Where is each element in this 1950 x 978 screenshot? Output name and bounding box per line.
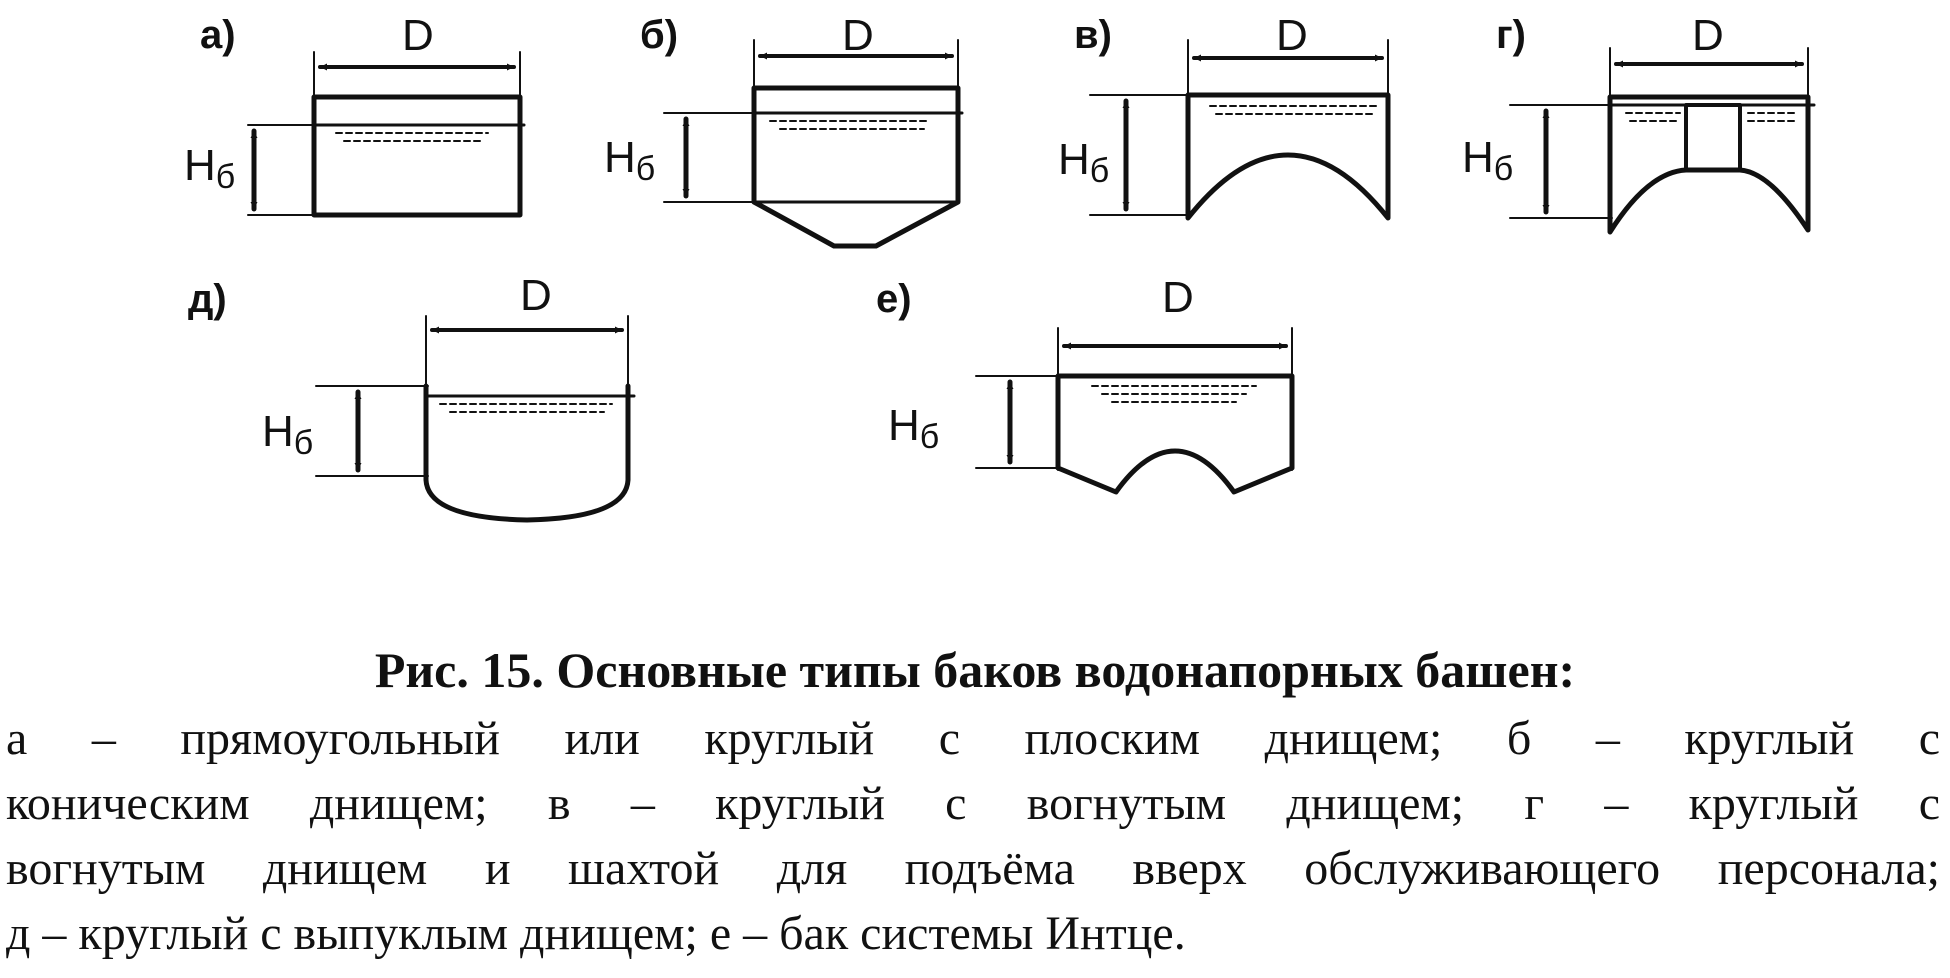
dimension-label-e: D [1162, 273, 1194, 322]
caption-line: коническим днищем; в – круглый с вогнуты… [6, 777, 1940, 830]
height-label-b: Hб [604, 133, 655, 188]
dimension-label-d: D [520, 271, 552, 320]
panel-v-tank [1089, 39, 1391, 221]
panel-label-b: б) [640, 13, 678, 57]
panel-a-tank [247, 51, 526, 218]
panel-label-e: е) [876, 277, 912, 321]
panel-b-tank [663, 39, 964, 249]
panel-e-tank [975, 327, 1295, 495]
panel-label-v: в) [1074, 13, 1112, 57]
panel-label-g: г) [1496, 13, 1526, 57]
panel-d-tank [315, 315, 636, 523]
figure-caption-legend: а – прямоугольный или круглый с плоским … [6, 706, 1940, 966]
height-label-g: Hб [1462, 133, 1513, 188]
tank-types-diagram: а) б) в) г) д) е) D D D D D D Hб Hб Hб H… [184, 11, 1816, 523]
panel-g-tank [1509, 47, 1816, 235]
height-label-v: Hб [1058, 135, 1109, 190]
panel-label-d: д) [188, 277, 227, 321]
caption-line: д – круглый с выпуклым днищем; е – бак с… [6, 907, 1186, 960]
panel-label-a: а) [200, 13, 236, 57]
figure-caption-title: Рис. 15. Основные типы баков водонапорны… [374, 642, 1576, 698]
dimension-label-b: D [842, 11, 874, 60]
height-label-d: Hб [262, 407, 313, 462]
caption-line: вогнутым днищем и шахтой для подъёма вве… [6, 842, 1940, 895]
caption-line: а – прямоугольный или круглый с плоским … [6, 712, 1940, 765]
dimension-label-a: D [402, 11, 434, 60]
dimension-label-v: D [1276, 11, 1308, 60]
dimension-label-g: D [1692, 11, 1724, 60]
height-label-a: Hб [184, 141, 235, 196]
height-label-e: Hб [888, 401, 939, 456]
